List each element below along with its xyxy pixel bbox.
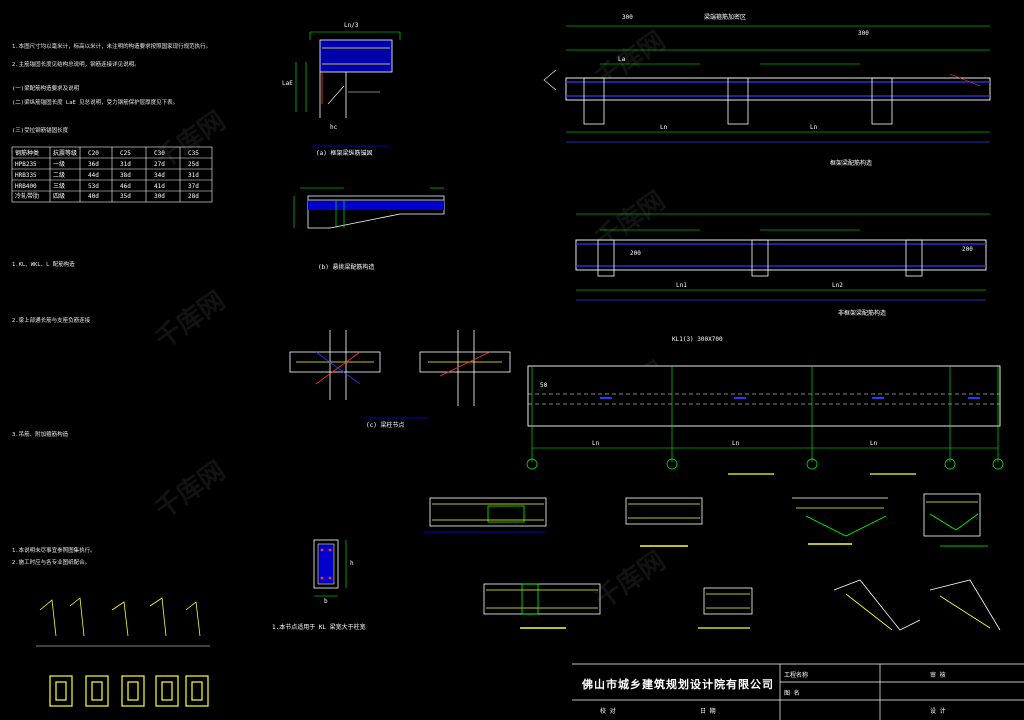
figure-caption: 框架梁配筋构造 xyxy=(830,160,873,167)
title-block-date: 日 期 xyxy=(700,708,716,715)
table-cell: 46d xyxy=(120,183,131,190)
side-note: 梁端箍筋加密区 xyxy=(704,14,747,21)
table-cell: C30 xyxy=(154,150,165,157)
title-block-drawing: 图 名 xyxy=(784,690,800,697)
table-cell: 30d xyxy=(154,193,165,200)
note-heading-3: (一)梁配筋构造要求及说明 xyxy=(12,86,80,92)
stirrup-shapes xyxy=(49,675,209,707)
title-block-review: 审 核 xyxy=(930,672,946,679)
table-cell: C35 xyxy=(188,150,199,157)
note-line-4: (二)梁纵筋锚固长度 LaE 见总说明，受力钢筋保护层厚度见下表。 xyxy=(12,100,179,106)
table-cell: C25 xyxy=(120,150,131,157)
table-cell: 四级 xyxy=(53,193,66,200)
beam-tag: KL1(3) 300X700 xyxy=(672,336,723,343)
table-cell: 抗震等级 xyxy=(53,150,78,157)
table-cell: HPB235 xyxy=(15,161,37,168)
dim-label: Ln1 xyxy=(676,282,687,289)
dim-label: Ln/3 xyxy=(344,22,359,29)
detail-beam-anchor-top xyxy=(295,31,401,147)
dim-label: 200 xyxy=(630,250,641,257)
table-cell: 40d xyxy=(88,193,99,200)
figure-caption: (b) 悬挑梁配筋构造 xyxy=(318,264,375,271)
dim-label: Ln xyxy=(732,440,740,447)
dim-label: 300 xyxy=(858,30,869,37)
notes-table xyxy=(11,146,213,203)
dim-label: 200 xyxy=(962,246,973,253)
table-cell: 钢筋种类 xyxy=(15,150,40,157)
dim-label: Ln xyxy=(810,124,818,131)
title-block xyxy=(572,663,1024,720)
dim-label: 300 xyxy=(622,14,633,21)
note-foot-2: 2.施工时应与各专业图纸配合。 xyxy=(12,560,91,566)
note-line-2: 2.主筋锚固长度见结构总说明，钢筋连接详见说明。 xyxy=(12,62,140,68)
stirrup-hook-details xyxy=(36,597,210,647)
figure-caption: (c) 梁柱节点 xyxy=(366,422,405,429)
title-block-design: 设 计 xyxy=(930,708,946,715)
detail-joints xyxy=(289,330,511,419)
dim-label: Ln2 xyxy=(832,282,843,289)
table-cell: HRB400 xyxy=(15,183,37,190)
table-cell: 41d xyxy=(154,183,165,190)
title-block-project: 工程名称 xyxy=(784,672,809,679)
company-name: 佛山市城乡建筑规划设计院有限公司 xyxy=(582,678,774,691)
table-cell: 28d xyxy=(188,193,199,200)
dim-label: Ln xyxy=(660,124,668,131)
table-cell: 一级 xyxy=(53,161,66,168)
table-cell: 三级 xyxy=(53,183,66,190)
dim-label: h xyxy=(350,560,354,567)
table-cell: 27d xyxy=(154,161,165,168)
detail-column-section xyxy=(313,539,347,597)
beam-elevation-3 xyxy=(526,365,1004,475)
note-tail-1: 1.KL、WKL、L 配筋构造 xyxy=(12,262,75,268)
dim-label: Ln xyxy=(870,440,878,447)
dim-label: Ln xyxy=(592,440,600,447)
figure-caption: 1.本节点适用于 KL 梁宽大于柱宽 xyxy=(272,624,366,631)
table-cell: 31d xyxy=(120,161,131,168)
note-tail-3: 3.吊筋、附加箍筋构造 xyxy=(12,432,69,438)
table-cell: 37d xyxy=(188,183,199,190)
table-cell: HRB335 xyxy=(15,172,37,179)
table-cell: 38d xyxy=(120,172,131,179)
figure-caption: 非框架梁配筋构造 xyxy=(838,310,887,317)
table-cell: 31d xyxy=(188,172,199,179)
beam-elevation-1 xyxy=(543,25,991,143)
table-cell: 25d xyxy=(188,161,199,168)
table-cell: 二级 xyxy=(53,172,66,179)
title-block-check: 校 对 xyxy=(600,708,616,715)
note-tail-2: 2.梁上部通长筋与支座负筋连接 xyxy=(12,318,91,324)
dim-label: LaE xyxy=(282,80,293,87)
section-details-row1 xyxy=(424,493,988,547)
table-cell: 冷轧带肋 xyxy=(15,193,40,200)
table-cell: 34d xyxy=(154,172,165,179)
dim-label: b xyxy=(324,598,328,605)
table-cell: 36d xyxy=(88,161,99,168)
detail-cantilever xyxy=(293,187,445,229)
section-details-row2 xyxy=(483,579,1001,631)
table-cell: 44d xyxy=(88,172,99,179)
note-table-heading: (三)受拉钢筋锚固长度 xyxy=(12,128,69,134)
beam-elevation-2 xyxy=(575,213,990,301)
dim-label: hc xyxy=(330,124,338,131)
table-cell: C20 xyxy=(88,150,99,157)
dim-label: 50 xyxy=(540,382,548,389)
table-cell: 53d xyxy=(88,183,99,190)
note-heading-1: 1.本图尺寸均以毫米计，标高以米计，未注明的构造要求按照国家现行规范执行。 xyxy=(12,44,212,50)
table-cell: 35d xyxy=(120,193,131,200)
note-foot-1: 1.本说明未尽事宜参照图集执行。 xyxy=(12,548,96,554)
figure-caption: (a) 框架梁纵筋锚固 xyxy=(316,150,373,157)
dim-label: La xyxy=(618,56,626,63)
